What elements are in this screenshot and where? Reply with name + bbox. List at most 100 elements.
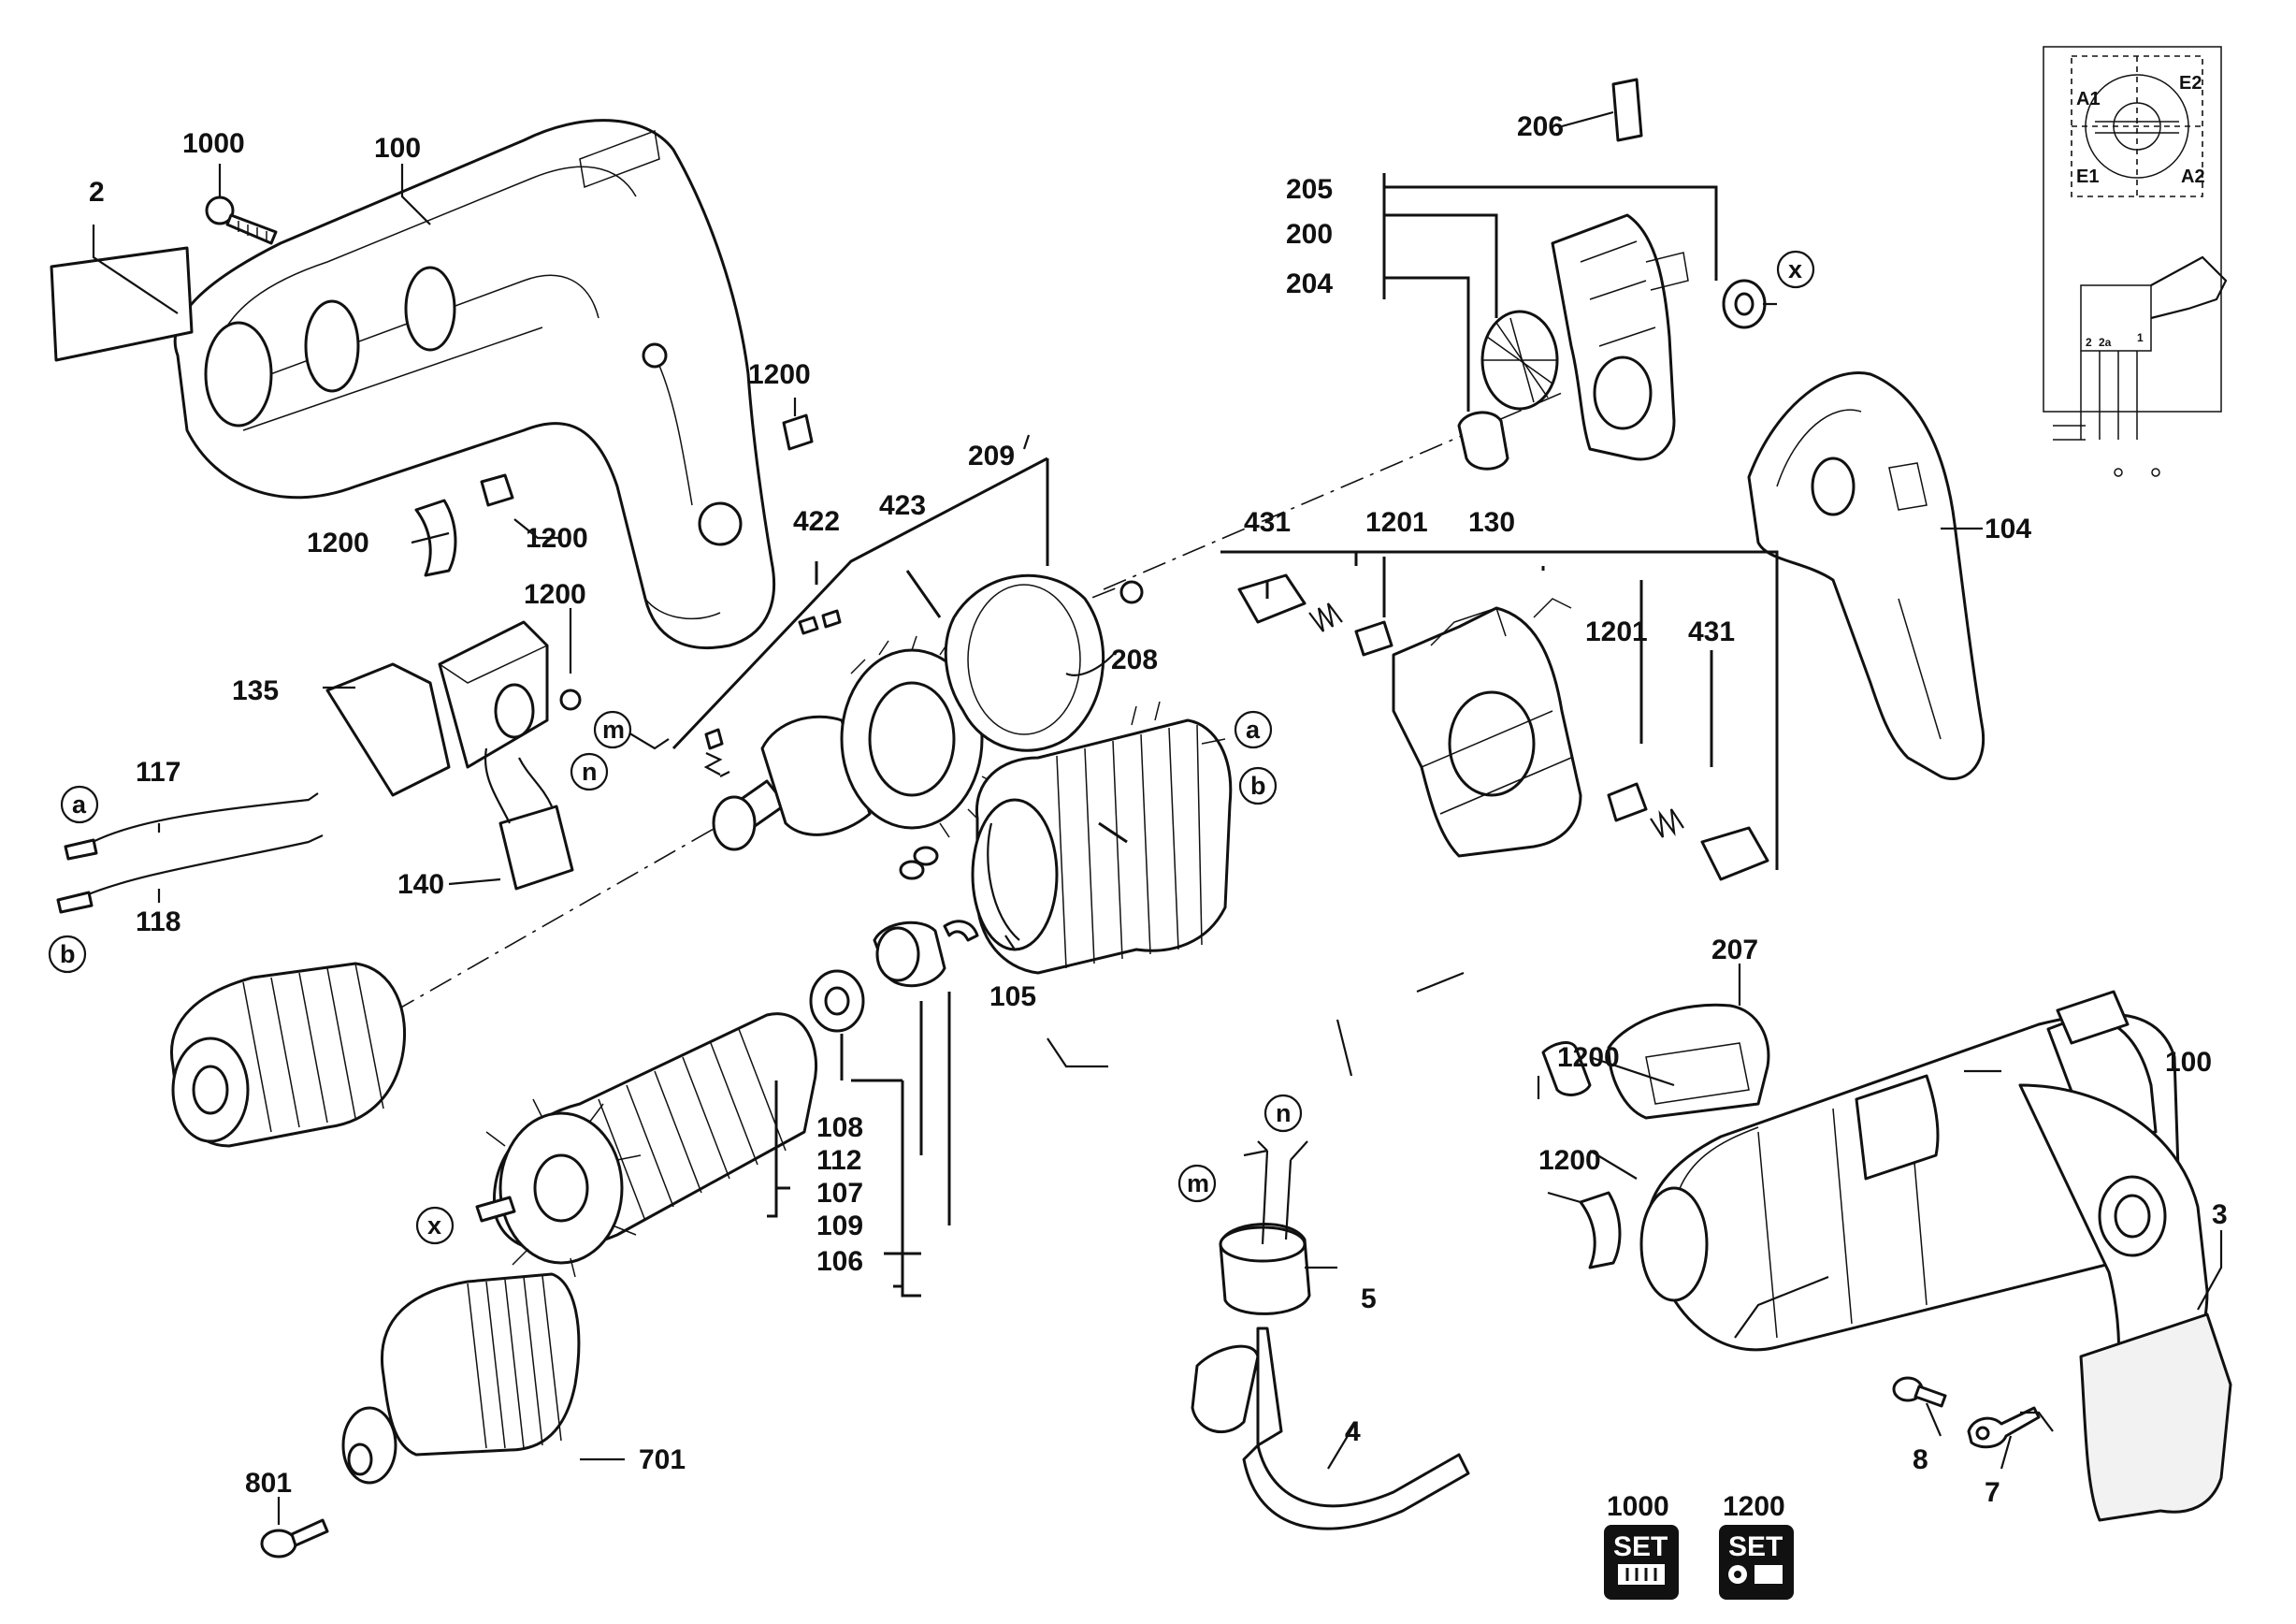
leader-lines [92,110,2223,1525]
label-1200-b: 1200 [526,523,588,554]
callout-b-right: b [1250,772,1266,800]
handle-half-104 [1747,371,1986,780]
housing-half-left [173,119,776,650]
bearing-108 [809,969,865,1033]
pin-1200-e [1541,1041,1592,1096]
wiring-label-e2: E2 [2179,73,2202,94]
label-1200-f: 1200 [1538,1145,1601,1176]
bearing-ring-423 [944,573,1105,752]
label-108: 108 [816,1112,863,1143]
label-135: 135 [232,675,279,706]
screw-8 [1892,1376,1947,1408]
power-cord-4 [1242,1443,1470,1530]
brush-cap-431-bot [1700,826,1769,881]
spring-1201-bot [1650,808,1684,838]
callout-x-bot-circle [415,1206,455,1245]
label-1200-set: 1200 [1723,1491,1785,1522]
spindle-gear-assembly [712,635,1001,851]
label-1000-top: 1000 [182,128,245,159]
label-109: 109 [816,1211,863,1241]
label-112: 112 [816,1145,861,1176]
wiring-label-e1: E1 [2076,167,2099,187]
keyless-chuck [341,1272,581,1485]
label-107: 107 [816,1178,863,1209]
label-431-b: 431 [1688,616,1735,647]
brush-431-bot [1607,782,1648,822]
callout-b-right-circle [1238,766,1278,805]
callout-n-top-circle [570,752,609,791]
label-118: 118 [136,906,181,937]
cable-lug-7 [1967,1406,2041,1449]
label-200: 200 [1286,219,1333,250]
label-208: 208 [1111,645,1158,675]
keyed-chuck [170,962,407,1148]
label-1200-c: 1200 [307,528,369,558]
label-117: 117 [136,757,181,788]
label-1201-a: 1201 [1365,507,1428,538]
callout-n-bot: n [1276,1099,1292,1127]
callout-x-bot: x [427,1211,441,1240]
callout-a-left-circle [60,785,99,824]
callout-m-top: m [602,716,625,744]
bushing-204 [1457,411,1509,471]
wiring-diagram [2043,46,2228,477]
callout-n-bot-circle [1264,1094,1303,1133]
label-140: 140 [397,869,444,900]
label-105: 105 [989,981,1036,1012]
label-801: 801 [245,1468,292,1499]
label-plate [50,246,194,362]
label-422: 422 [793,506,840,537]
label-1200-a: 1200 [748,359,811,390]
clip-1200 [414,499,457,577]
label-100-bot: 100 [2165,1047,2212,1078]
brush-206 [1611,78,1643,142]
label-130: 130 [1468,507,1515,538]
brackets [671,173,1779,1298]
label-1201-b: 1201 [1585,616,1648,647]
label-205: 205 [1286,174,1333,205]
screw-801 [260,1518,329,1559]
label-8: 8 [1913,1444,1928,1475]
callout-a-left: a [72,790,87,819]
callout-m-bot: m [1187,1169,1209,1197]
callout-a-right-circle [1234,710,1273,749]
wiring-label-a1: A1 [2076,89,2101,109]
ball-208 [1119,580,1144,604]
screw-1000 [205,196,278,245]
set-badge-1200-text: SET [1728,1531,1783,1562]
stator [971,701,1233,975]
label-5: 5 [1361,1283,1377,1314]
pin-1200-lower [480,473,514,507]
handle-grip-3 [2079,1312,2232,1522]
label-1200-d: 1200 [524,579,586,610]
label-1000-set: 1000 [1607,1491,1669,1522]
brush-plate-200 [1551,213,1689,461]
callout-m-bot-circle [1177,1164,1217,1203]
set-badge-1000 [1604,1525,1679,1600]
label-7: 7 [1985,1477,2000,1508]
label-209: 209 [968,441,1015,471]
label-431-a: 431 [1244,507,1291,538]
label-1200-e: 1200 [1557,1042,1620,1073]
label-423: 423 [879,490,926,521]
callout-x-top-circle [1776,250,1815,289]
commutator-204 [1480,310,1559,411]
cover-207 [1607,1003,1770,1120]
callout-b-left: b [60,940,76,968]
wiring-label-a2: A2 [2181,167,2205,187]
capacitor-leads [484,747,554,824]
label-207: 207 [1711,935,1758,965]
label-4: 4 [1345,1416,1361,1447]
label-204: 204 [1286,268,1333,299]
wiring-terminal-2: 2 [2086,336,2092,349]
axis-line-chuck [392,824,721,1013]
callout-b-left-circle [48,935,87,974]
label-100-top: 100 [374,133,421,164]
label-2: 2 [89,177,105,208]
set-badge-1200 [1719,1525,1794,1600]
pin-1200-right [782,413,814,451]
label-206: 206 [1517,111,1564,142]
wiring-terminal-2a: 2a [2099,336,2112,349]
label-106: 106 [816,1246,863,1277]
